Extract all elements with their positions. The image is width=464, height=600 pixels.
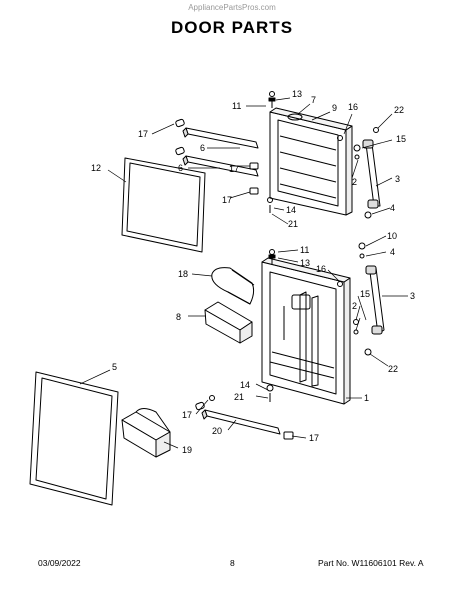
callout-9: 9 — [332, 103, 337, 113]
bottom-trim-bar — [201, 409, 281, 435]
callout-16: 16 — [316, 264, 326, 274]
freezer-door — [269, 107, 353, 216]
callout-8: 8 — [176, 312, 181, 322]
callout-3: 3 — [395, 174, 400, 184]
door-bin-lower — [121, 408, 171, 458]
callout-5: 5 — [112, 362, 117, 372]
watermark: AppliancePartsPros.com — [188, 3, 276, 12]
callout-11: 11 — [232, 101, 241, 111]
footer-page-number: 8 — [230, 558, 235, 568]
callout-10: 10 — [387, 231, 397, 241]
page-title: DOOR PARTS — [170, 18, 294, 37]
freezer-shelf-bar-lower — [182, 155, 259, 177]
callout-17: 17 — [229, 164, 239, 174]
callout-16: 16 — [348, 102, 358, 112]
callout-17: 17 — [309, 433, 319, 443]
dairy-bin — [211, 267, 255, 305]
callout-14: 14 — [286, 205, 296, 215]
door-bin-upper — [204, 301, 253, 344]
callout-17: 17 — [138, 129, 148, 139]
callout-19: 19 — [182, 445, 192, 455]
callout-22: 22 — [394, 105, 404, 115]
callout-labels: 11 13 7 9 16 22 15 17 6 6 17 12 17 2 3 4… — [91, 89, 415, 455]
callout-22: 22 — [388, 364, 398, 374]
freezer-handle — [362, 139, 381, 209]
fresh-food-gasket — [29, 371, 119, 506]
callout-2: 2 — [352, 177, 357, 187]
freezer-gasket — [121, 157, 206, 253]
footer-part-number: Part No. W11606101 Rev. A — [318, 558, 424, 568]
fresh-food-door — [261, 257, 351, 405]
callout-14: 14 — [240, 380, 250, 390]
fresh-food-handle — [365, 265, 385, 335]
callout-3: 3 — [410, 291, 415, 301]
callout-11: 11 — [300, 245, 309, 255]
freezer-shelf-bar-upper — [182, 127, 259, 149]
footer-date: 03/09/2022 — [38, 558, 81, 568]
callout-7: 7 — [311, 95, 316, 105]
callout-13: 13 — [300, 258, 310, 268]
callout-1: 1 — [364, 393, 369, 403]
callout-21: 21 — [288, 219, 298, 229]
callout-13: 13 — [292, 89, 302, 99]
callout-6: 6 — [178, 163, 183, 173]
callout-21: 21 — [234, 392, 244, 402]
callout-4: 4 — [390, 203, 395, 213]
callout-15: 15 — [396, 134, 406, 144]
callout-17: 17 — [222, 195, 232, 205]
callout-17: 17 — [182, 410, 192, 420]
callout-18: 18 — [178, 269, 188, 279]
callout-20: 20 — [212, 426, 222, 436]
callout-4: 4 — [390, 247, 395, 257]
callout-12: 12 — [91, 163, 101, 173]
callout-2: 2 — [352, 301, 357, 311]
callout-6: 6 — [200, 143, 205, 153]
callout-15: 15 — [360, 289, 370, 299]
